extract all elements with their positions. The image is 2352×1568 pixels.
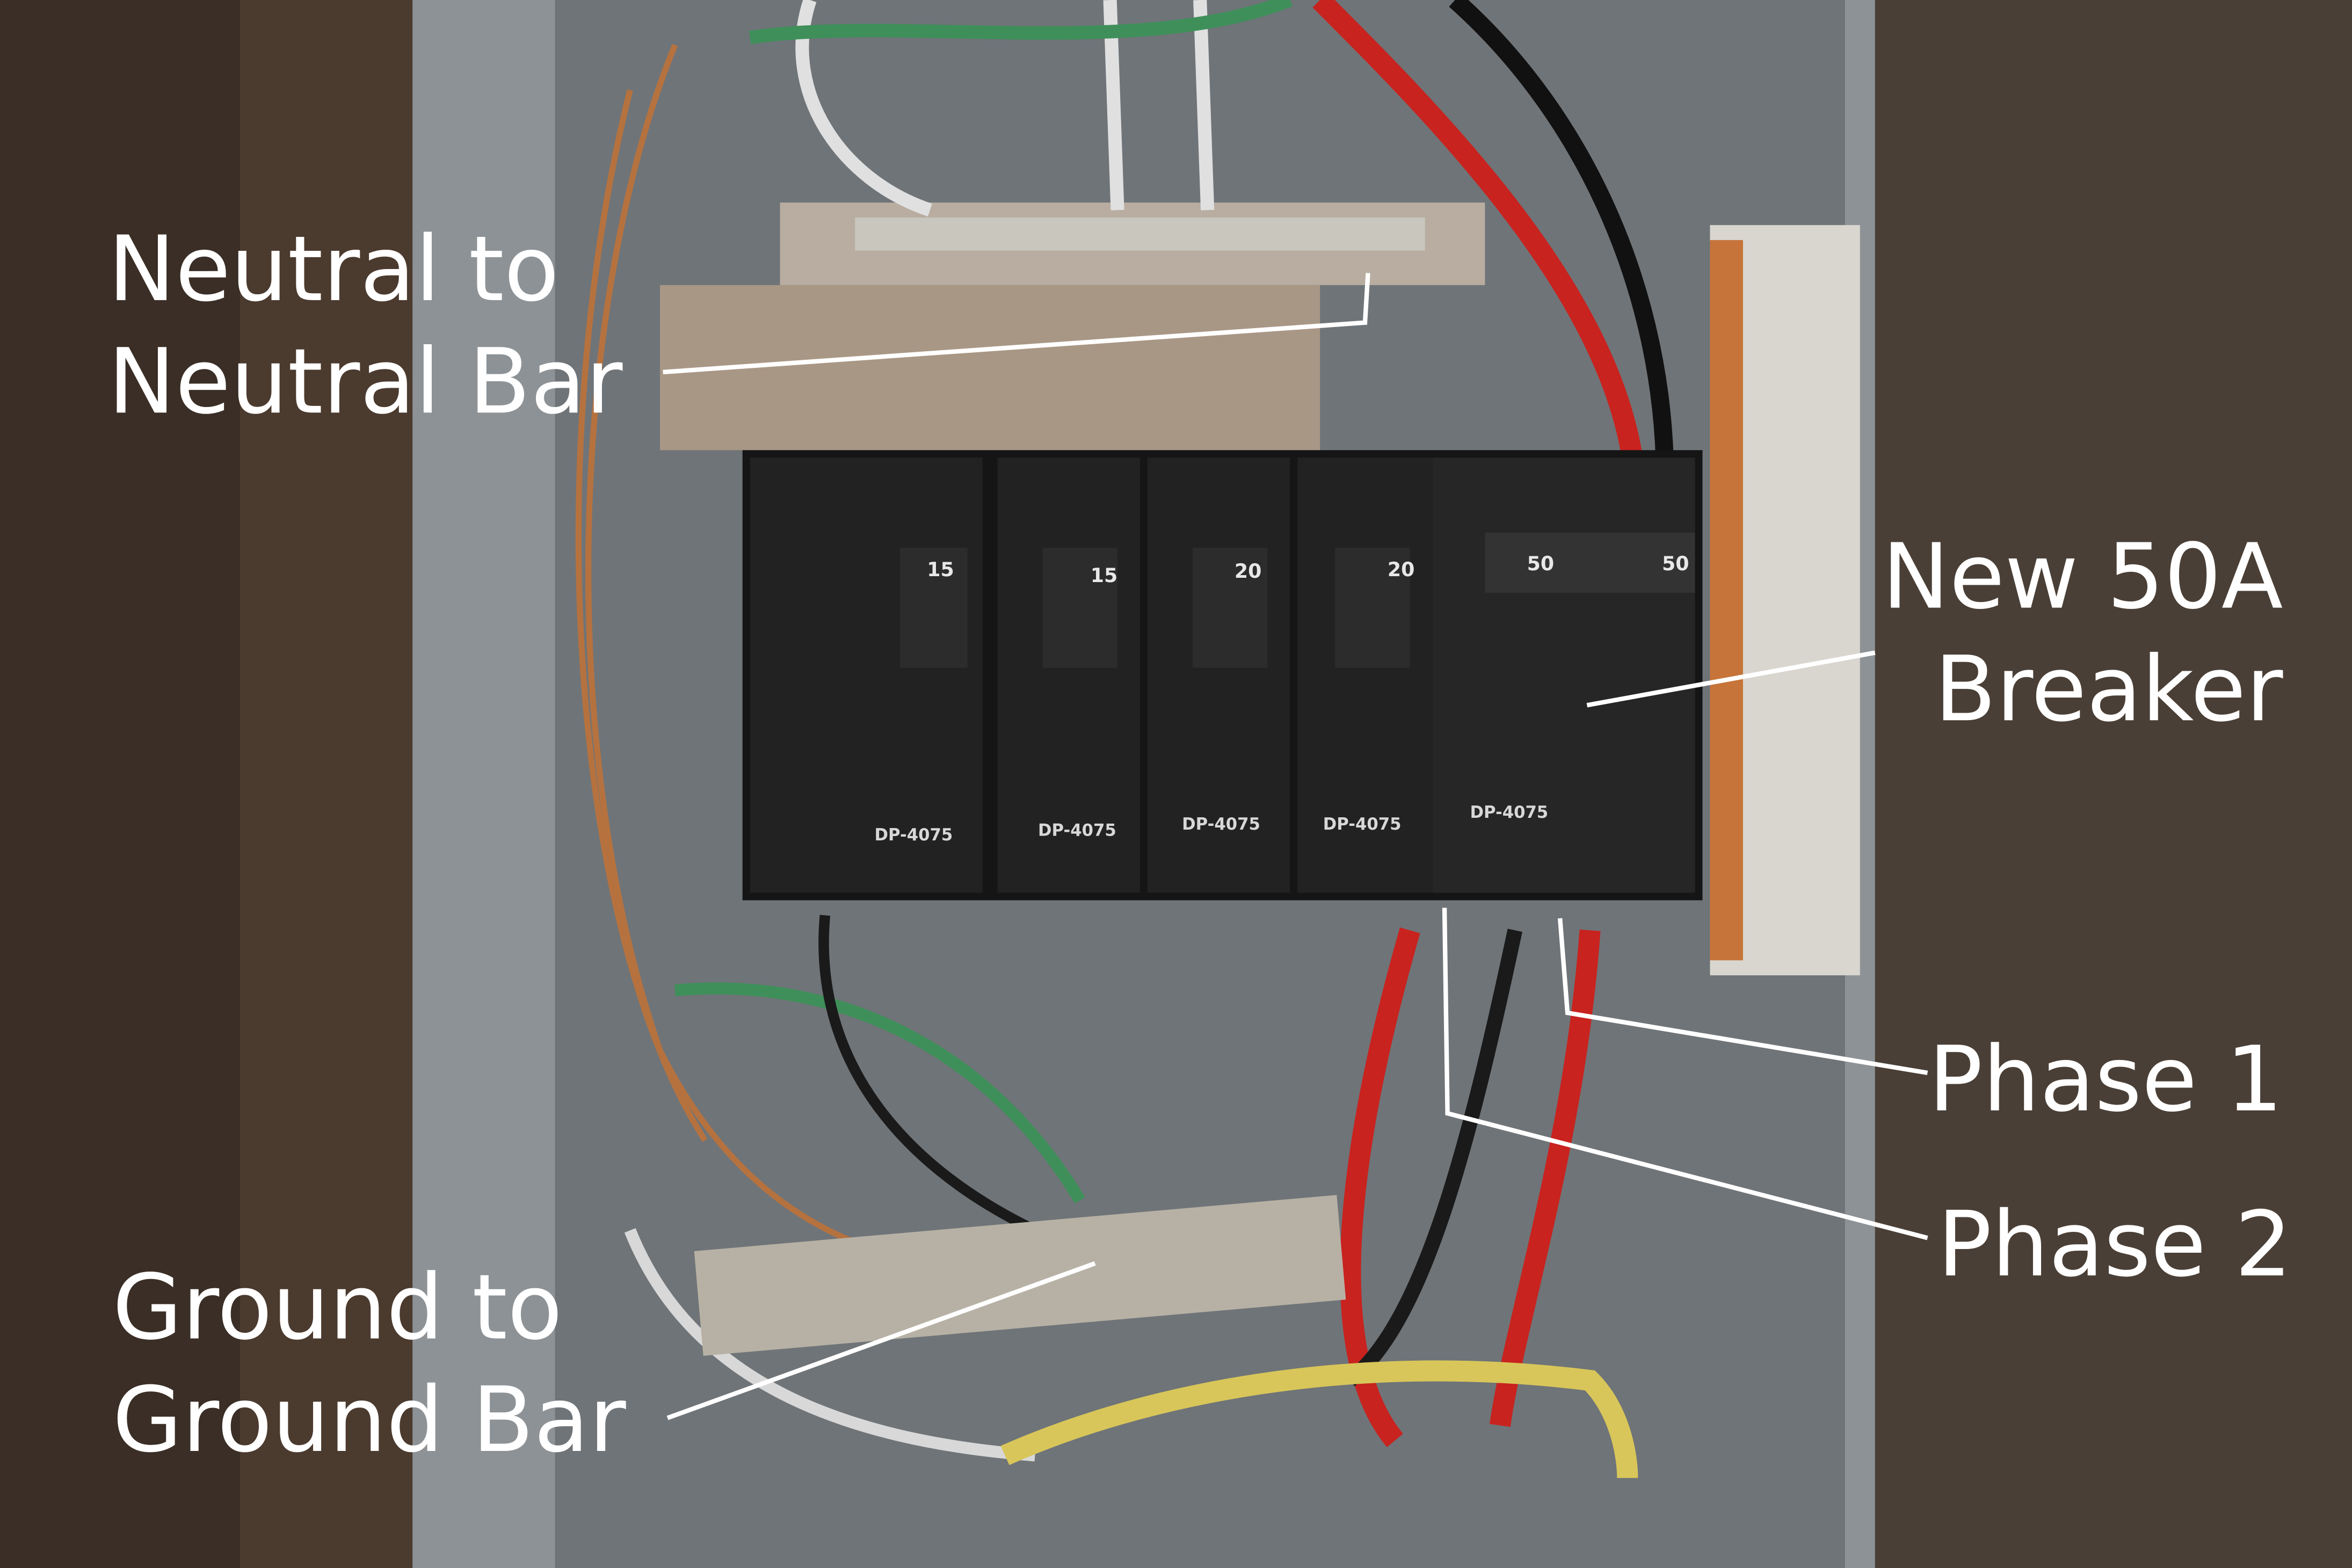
black-wire xyxy=(1345,928,1522,1386)
breaker-model: DP-4075 xyxy=(875,825,953,845)
breaker-model: DP-4075 xyxy=(1038,821,1116,840)
copper-wire xyxy=(575,89,708,1142)
black-wire xyxy=(1449,0,1674,481)
white-wire xyxy=(624,1228,1036,1462)
breaker-model: DP-4075 xyxy=(1182,815,1260,834)
red-wire xyxy=(1312,0,1646,481)
neutral-label-line1: Neutral to xyxy=(108,216,559,322)
breaker-slot: 15 DP-4075 xyxy=(997,458,1140,893)
neutral-bar xyxy=(855,217,1425,251)
wood-stud xyxy=(239,0,420,1568)
breaker-rating: 15 xyxy=(1091,564,1118,587)
neutral-label-line2: Neutral Bar xyxy=(108,329,622,434)
mounting-plate xyxy=(660,285,1320,451)
breaker-model: DP-4075 xyxy=(1323,815,1402,834)
yellow-sleeve xyxy=(1000,1360,1638,1478)
breaker-slot: 15 DP-4075 xyxy=(750,458,983,893)
ground-leader-line xyxy=(666,1261,1096,1420)
green-wire xyxy=(674,982,1085,1204)
breaker-label-line2: Breaker xyxy=(1934,636,2283,742)
wood-wall-right xyxy=(1860,0,2352,1568)
breaker-label-line1: New 50A xyxy=(1882,524,2283,629)
white-wire xyxy=(1193,0,1215,210)
breaker-leader-line xyxy=(1586,650,1876,708)
phase2-leader-line xyxy=(1442,908,1928,1240)
breaker-rating: 15 xyxy=(927,558,954,581)
green-wire xyxy=(749,0,1293,45)
breaker-rating: 50 xyxy=(1662,552,1689,575)
phase1-label: Phase 1 xyxy=(1928,1027,2283,1132)
neutral-leader-line xyxy=(663,273,1370,375)
breaker-rating: 50 xyxy=(1527,552,1555,575)
ground-label-line2: Ground Bar xyxy=(113,1367,626,1472)
breaker-rating: 20 xyxy=(1235,560,1262,583)
phase1-leader-line xyxy=(1557,918,1928,1076)
warning-sticker-stripe xyxy=(1710,240,1743,961)
breaker-slot: 20 DP-4075 xyxy=(1147,458,1290,893)
new-50a-breaker: 50 50 DP-4075 xyxy=(1432,458,1695,893)
breaker-model: DP-4075 xyxy=(1470,803,1549,822)
red-wire xyxy=(1340,927,1420,1447)
phase2-label: Phase 2 xyxy=(1937,1192,2292,1297)
breaker-slot: 20 DP-4075 xyxy=(1297,458,1433,893)
ground-label-line1: Ground to xyxy=(113,1254,563,1360)
breaker-rating: 20 xyxy=(1388,558,1415,581)
ground-bar xyxy=(694,1195,1346,1356)
